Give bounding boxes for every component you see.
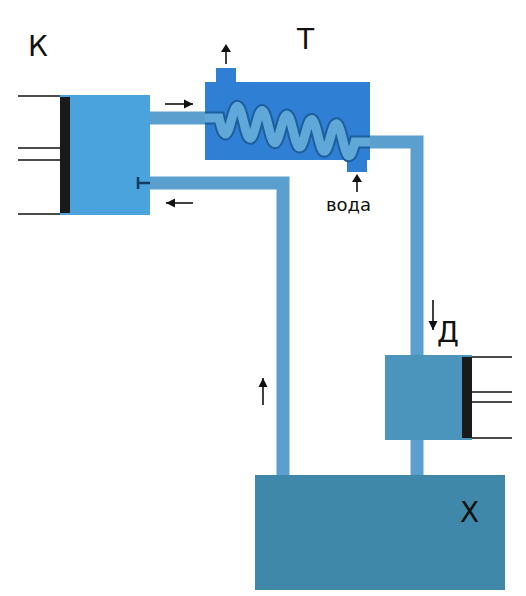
piston — [462, 357, 472, 438]
part-letter: Х — [460, 499, 479, 527]
medium-label: вода — [326, 196, 371, 214]
pipe-group — [417, 440, 418, 475]
part-detail — [60, 95, 150, 215]
arrow-head — [166, 199, 175, 208]
pipe-group — [150, 100, 205, 119]
expander-box: Д — [385, 355, 472, 440]
part-detail — [205, 82, 370, 160]
arrow-head — [259, 378, 268, 387]
piston — [60, 97, 70, 213]
compressor-box: К — [60, 95, 150, 215]
coil — [205, 106, 370, 155]
pipe — [411, 440, 424, 475]
part-letter: К — [28, 33, 48, 61]
part-letter: Д — [437, 319, 459, 347]
coil-outline — [205, 106, 370, 155]
arrow-head — [184, 100, 193, 109]
cold-chamber-box: Х — [255, 475, 505, 590]
arrow-head — [429, 321, 438, 330]
nozzle — [138, 177, 150, 189]
pipe-group — [150, 183, 283, 475]
part-detail — [385, 355, 472, 440]
pipe — [150, 112, 205, 125]
pipe-group — [370, 142, 438, 355]
pipe — [150, 183, 283, 475]
condenser-box: Т — [205, 82, 370, 160]
part-detail — [255, 475, 505, 590]
part-letter: Т — [297, 26, 314, 54]
pipe — [370, 142, 417, 355]
